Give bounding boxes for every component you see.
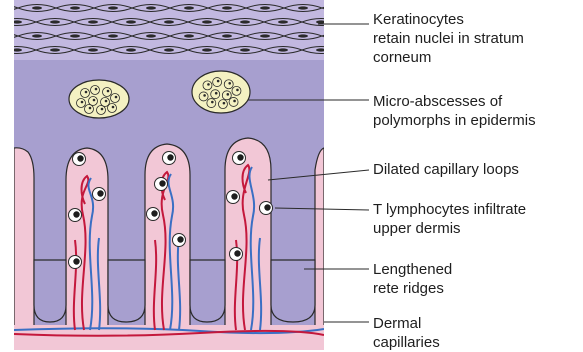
label-dermal-capillaries: Dermal capillaries [373,314,440,352]
label-rete-ridges: Lengthened rete ridges [373,260,452,298]
label-capillary-loops: Dilated capillary loops [373,160,519,179]
micro-abscess-left [69,80,129,118]
micro-abscess-right [192,71,250,113]
label-micro-abscesses: Micro-abscesses of polymorphs in epiderm… [373,92,536,130]
label-keratinocytes: Keratinocytes retain nuclei in stratum c… [373,10,524,67]
label-t-lymphocytes: T lymphocytes infiltrate upper dermis [373,200,526,238]
